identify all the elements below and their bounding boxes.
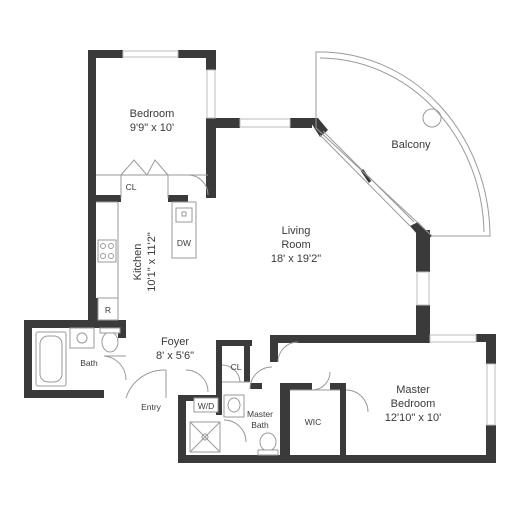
washer-dryer-label: W/D [198, 401, 215, 411]
balcony-table-icon [422, 108, 442, 128]
stove-icon [97, 239, 117, 263]
refrigerator-icon [97, 297, 119, 321]
refrigerator-label: R [105, 305, 111, 315]
washer-dryer-box [193, 397, 219, 413]
master-bedroom-name-line1: Master [396, 384, 430, 396]
balcony-name: Balcony [391, 139, 431, 151]
kitchen-name: Kitchen [132, 244, 144, 281]
master-bedroom-size: 12'10" x 10' [385, 412, 441, 424]
living-room-name-line2: Room [281, 239, 310, 251]
balcony [315, 51, 491, 237]
windows [122, 50, 496, 426]
room-labels: Bedroom 9'9" x 10' CL Balcony DW R Kitch… [80, 108, 441, 430]
dishwasher-label: DW [177, 238, 191, 248]
bedroom-closet-label: CL [126, 182, 137, 192]
master-bath-name-line1: Master [247, 409, 273, 419]
bath-sink-icon [69, 327, 95, 349]
kitchen-size: 10'1" x 11'2" [146, 232, 158, 292]
foyer-name: Foyer [161, 336, 189, 348]
walls [24, 50, 496, 463]
master-bedroom-name-line2: Bedroom [391, 398, 436, 410]
toilet-icon [101, 331, 119, 353]
foyer-closet-label: CL [231, 362, 242, 372]
master-toilet-icon [259, 432, 277, 452]
living-room-size: 18' x 19'2" [271, 253, 321, 265]
bedroom-name: Bedroom [130, 108, 175, 120]
master-bath-name-line2: Bath [251, 420, 269, 430]
living-room-name-line1: Living [282, 225, 311, 237]
foyer-size: 8' x 5'6" [156, 350, 194, 362]
wic-label: WIC [305, 417, 322, 427]
bath-name: Bath [80, 358, 98, 368]
sink-icon [175, 207, 193, 223]
interior-lines [35, 159, 369, 456]
bedroom-size: 9'9" x 10' [130, 122, 174, 134]
entry-label: Entry [141, 402, 162, 412]
